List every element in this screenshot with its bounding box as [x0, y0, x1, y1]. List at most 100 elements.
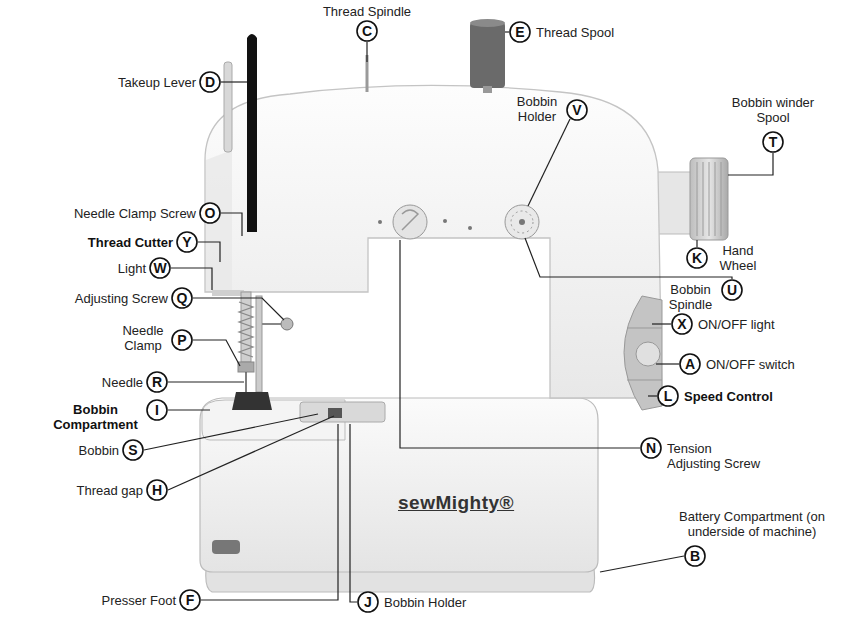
leader-line	[144, 414, 318, 450]
leader-line	[525, 238, 732, 279]
callout-ring	[510, 22, 530, 42]
callout-circle: Hand WheelK	[686, 247, 708, 269]
callout-circle: LightW	[149, 257, 171, 279]
leader-line	[366, 42, 367, 62]
bobbin-holder-knob	[505, 205, 539, 239]
callout-circle: Bobbin HolderJ	[357, 591, 379, 613]
callout-ring	[358, 592, 378, 612]
needle-clamp	[238, 362, 254, 372]
callout-letter: H	[146, 479, 168, 501]
callout-letter: B	[684, 545, 706, 567]
base-slot	[212, 540, 240, 554]
brand-logo: sewMighty®	[398, 492, 514, 514]
needle-bar	[241, 292, 251, 362]
needle-plate	[300, 402, 385, 422]
feed-dogs	[328, 408, 342, 418]
callout-circle: Needle ClampP	[171, 329, 193, 351]
part-name: Bobbin winder Spool	[724, 95, 822, 125]
callout-circle: Speed ControlL	[657, 385, 679, 407]
light	[212, 290, 244, 296]
callout-circle: Needle Clamp ScrewO	[199, 202, 221, 224]
callout-circle: Bobbin SpindleU	[721, 279, 743, 301]
callout-ring	[672, 314, 692, 334]
callout-ring	[641, 438, 661, 458]
leader-line	[201, 424, 338, 600]
callout-letter: R	[146, 371, 168, 393]
leader-line	[193, 298, 284, 320]
callout-letter: X	[671, 313, 693, 335]
callout-ring	[200, 203, 220, 223]
part-name: Battery Compartment (on underside of mac…	[676, 509, 828, 539]
callout-circle: Thread SpindleC	[356, 20, 378, 42]
callout-ring	[357, 21, 377, 41]
callout-circle: Bobbin winder SpoolT	[762, 131, 784, 153]
callout-letter: W	[149, 257, 171, 279]
callout-letter: Q	[171, 287, 193, 309]
callout-ring	[147, 400, 167, 420]
callout-circle: BobbinS	[122, 439, 144, 461]
part-name: Light	[118, 261, 146, 276]
callout-circle: Bobbin HolderV	[566, 99, 588, 121]
part-name: Tension Adjusting Screw	[667, 441, 765, 471]
part-name: Adjusting Screw	[75, 291, 168, 306]
callout-letter: A	[679, 353, 701, 375]
leader-line	[505, 31, 509, 32]
callout-circle: ON/OFF switchA	[679, 353, 701, 375]
callout-letter: Y	[176, 231, 198, 253]
adjusting-screw	[281, 318, 293, 330]
callout-circle: Thread CutterY	[176, 231, 198, 253]
part-name: Needle	[102, 375, 143, 390]
spring	[239, 302, 253, 357]
leader-line	[696, 240, 697, 247]
callout-ring	[687, 248, 707, 268]
leader-line	[168, 416, 334, 490]
leader-line	[600, 556, 684, 572]
callout-letter: S	[122, 439, 144, 461]
callout-circle: Thread SpoolE	[509, 21, 531, 43]
leader-line	[198, 242, 220, 262]
callout-letter: O	[199, 202, 221, 224]
part-name: Thread Spool	[536, 25, 614, 40]
callout-letter: J	[357, 591, 379, 613]
callout-ring	[172, 330, 192, 350]
callout-ring	[150, 258, 170, 278]
callout-ring	[147, 372, 167, 392]
spool-pin	[483, 86, 492, 93]
callout-letter: V	[566, 99, 588, 121]
part-name: Hand Wheel	[713, 243, 763, 273]
speed-control-dividers	[627, 328, 662, 380]
wheel-shaft	[655, 172, 693, 234]
callout-circle: Battery Compartment (on underside of mac…	[684, 545, 706, 567]
callout-letter: N	[640, 437, 662, 459]
callout-ring	[147, 480, 167, 500]
part-name: Bobbin Compartment	[48, 402, 143, 432]
callout-circle: Adjusting ScrewQ	[171, 287, 193, 309]
hand-wheel-ridges	[697, 162, 721, 236]
callout-letter: E	[509, 21, 531, 43]
machine-base	[200, 398, 598, 572]
tension-knob-mark	[402, 210, 418, 230]
part-name: Thread Cutter	[88, 235, 173, 250]
leader-line	[656, 363, 679, 364]
callout-circle: Tension Adjusting ScrewN	[640, 437, 662, 459]
callout-letter: L	[657, 385, 679, 407]
part-name: Bobbin Holder	[511, 94, 563, 124]
part-name: Thread Spindle	[323, 4, 411, 19]
part-name: Presser Foot	[102, 593, 176, 608]
takeup-lever	[247, 34, 257, 232]
callout-circle: Thread gapH	[146, 479, 168, 501]
callout-circle: NeedleR	[146, 371, 168, 393]
adjusting-screw-rod	[262, 323, 281, 325]
machine-body	[205, 85, 662, 398]
presser-bar	[256, 296, 262, 392]
thread-guide	[443, 219, 447, 223]
leader-line	[652, 323, 671, 324]
callout-ring	[722, 280, 742, 300]
part-name: Needle Clamp	[118, 323, 168, 353]
callout-ring	[200, 72, 220, 92]
callout-ring	[177, 232, 197, 252]
leader-line	[648, 395, 657, 396]
leader-line	[400, 240, 640, 448]
